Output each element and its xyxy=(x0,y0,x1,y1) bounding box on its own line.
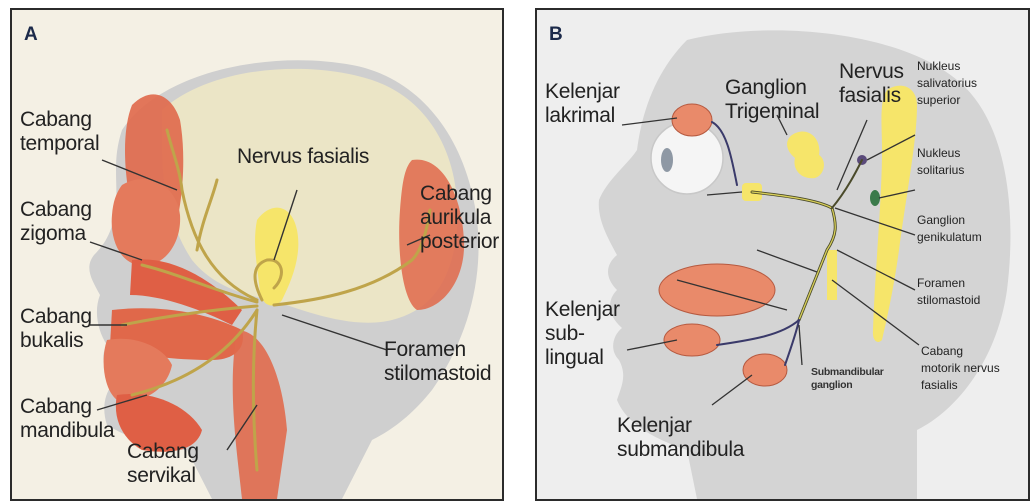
label-cabang-aurikula-posterior: Cabang aurikula posterior xyxy=(420,182,499,254)
label-line: salivatorius xyxy=(917,75,977,92)
sublingual-gland xyxy=(664,324,720,356)
label-cabang-temporal: Cabang temporal xyxy=(20,108,99,156)
label-kelenjar-sublingual: Kelenjar sub- lingual xyxy=(545,298,620,370)
label-line: Nervus xyxy=(839,60,904,84)
submandibular-gland xyxy=(743,354,787,386)
label-ganglion-genikulatum: Ganglion genikulatum xyxy=(917,212,982,246)
label-line: aurikula xyxy=(420,206,499,230)
label-line: Kelenjar xyxy=(545,80,620,104)
label-nukleus-solitarius: Nukleus solitarius xyxy=(917,145,964,179)
label-submandibular-ganglion: Submandibular ganglion xyxy=(811,366,884,392)
lacrimal-gland xyxy=(672,104,712,136)
label-line: bukalis xyxy=(20,329,92,353)
label-line: superior xyxy=(917,92,977,109)
label-cabang-zigoma: Cabang zigoma xyxy=(20,198,92,246)
label-line: Ganglion xyxy=(725,76,819,100)
label-line: posterior xyxy=(420,230,499,254)
label-line: fasialis xyxy=(921,377,1000,394)
label-line: Foramen xyxy=(384,338,491,362)
label-line: lingual xyxy=(545,346,620,370)
label-line: Submandibular xyxy=(811,366,884,379)
label-line: solitarius xyxy=(917,162,964,179)
label-line: Ganglion xyxy=(917,212,982,229)
motor-branch-block xyxy=(827,250,837,300)
panel-b: B Kelenjar lakrimal Ganglion Trigeminal … xyxy=(535,8,1030,501)
label-nervus-fasialis: Nervus fasialis xyxy=(237,145,369,169)
label-line: Kelenjar xyxy=(617,414,744,438)
label-line: temporal xyxy=(20,132,99,156)
label-line: Trigeminal xyxy=(725,100,819,124)
label-line: Kelenjar xyxy=(545,298,620,322)
label-line: submandibula xyxy=(617,438,744,462)
label-line: Cabang xyxy=(420,182,499,206)
label-cabang-motorik: Cabang motorik nervus fasialis xyxy=(921,343,1000,393)
label-nukleus-salivatorius: Nukleus salivatorius superior xyxy=(917,58,977,108)
label-line: servikal xyxy=(127,464,199,488)
label-line: mandibula xyxy=(20,419,114,443)
eye-pupil xyxy=(661,148,673,172)
label-foramen-stilomastoid: Foramen stilomastoid xyxy=(917,275,980,309)
label-line: stilomastoid xyxy=(917,292,980,309)
panel-b-letter: B xyxy=(549,24,563,46)
label-line: Cabang xyxy=(20,108,99,132)
label-line: Nukleus xyxy=(917,58,977,75)
label-kelenjar-lakrimal: Kelenjar lakrimal xyxy=(545,80,620,128)
label-line: Cabang xyxy=(127,440,199,464)
label-line: fasialis xyxy=(839,84,904,108)
label-line: motorik nervus xyxy=(921,360,1000,377)
label-line: Cabang xyxy=(20,395,114,419)
label-cabang-servikal: Cabang servikal xyxy=(127,440,199,488)
label-line: genikulatum xyxy=(917,229,982,246)
label-cabang-mandibula: Cabang mandibula xyxy=(20,395,114,443)
panel-a: A Cabang temporal Cabang zigoma Cabang b… xyxy=(10,8,504,501)
label-line: Nukleus xyxy=(917,145,964,162)
label-line: Cabang xyxy=(921,343,1000,360)
label-cabang-bukalis: Cabang bukalis xyxy=(20,305,92,353)
label-line: sub- xyxy=(545,322,620,346)
label-line: Cabang xyxy=(20,198,92,222)
label-line: ganglion xyxy=(811,379,884,392)
label-nervus-fasialis: Nervus fasialis xyxy=(839,60,904,108)
label-ganglion-trigeminal: Ganglion Trigeminal xyxy=(725,76,819,124)
label-line: lakrimal xyxy=(545,104,620,128)
nucleus-solitarius xyxy=(870,190,880,206)
panel-a-letter: A xyxy=(24,24,38,46)
label-foramen-stilomastoid: Foramen stilomastoid xyxy=(384,338,491,386)
tongue xyxy=(659,264,775,316)
label-line: Foramen xyxy=(917,275,980,292)
label-line: zigoma xyxy=(20,222,92,246)
label-line: Cabang xyxy=(20,305,92,329)
label-line: stilomastoid xyxy=(384,362,491,386)
label-kelenjar-submandibula: Kelenjar submandibula xyxy=(617,414,744,462)
